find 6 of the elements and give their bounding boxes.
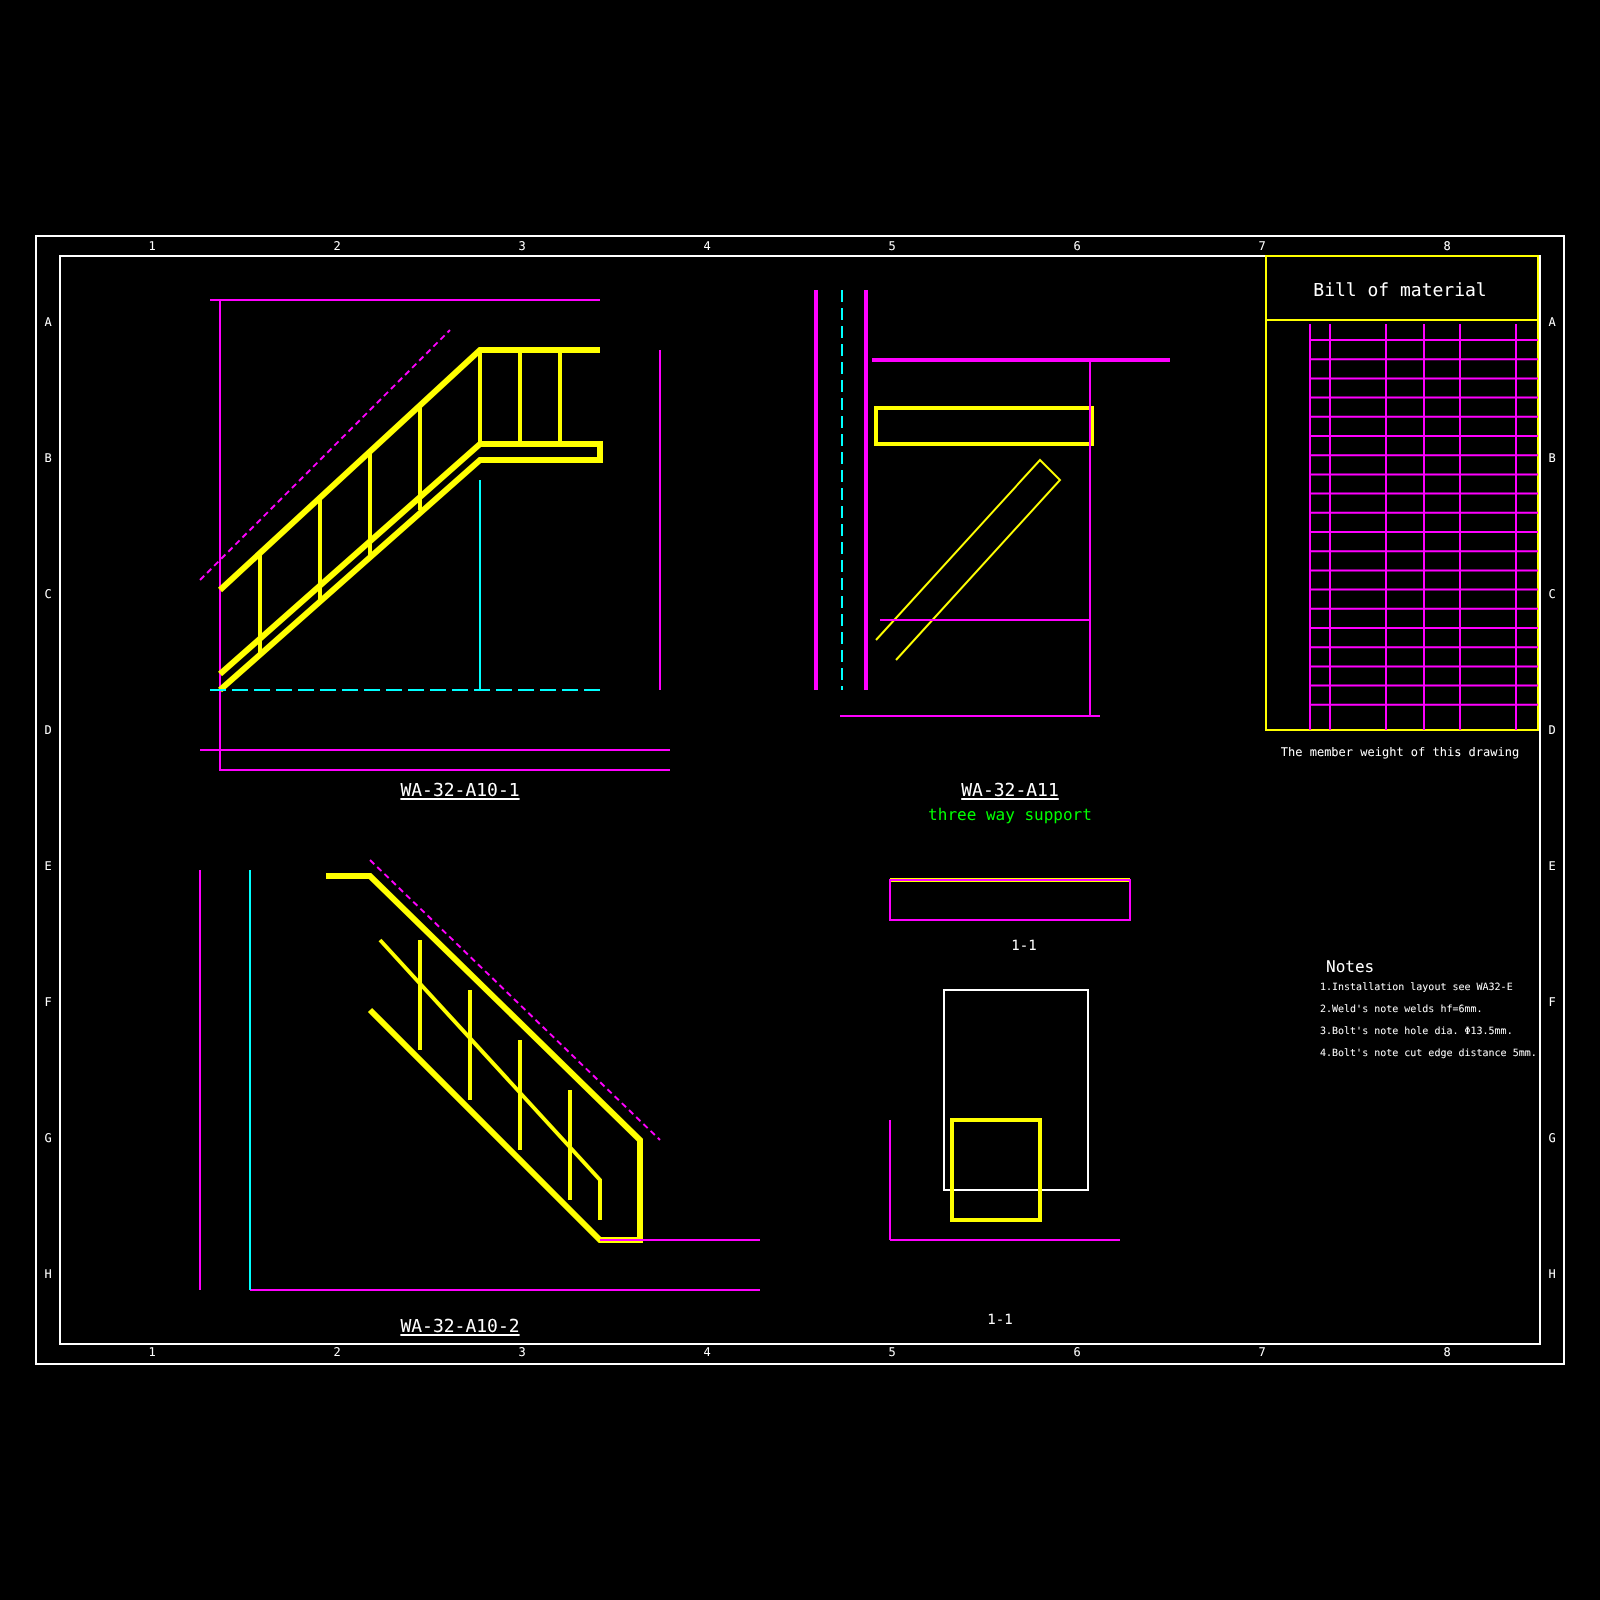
drawing-subtitle: three way support — [928, 808, 1092, 824]
drawing-title: WA-32-A11 — [961, 784, 1059, 802]
drawing-title: WA-32-A10-1 — [400, 784, 520, 802]
drawing-title: WA-32-A10-2 — [400, 1320, 520, 1338]
notes-heading: Notes — [1326, 960, 1375, 976]
table-title: Bill of material — [1313, 284, 1487, 302]
